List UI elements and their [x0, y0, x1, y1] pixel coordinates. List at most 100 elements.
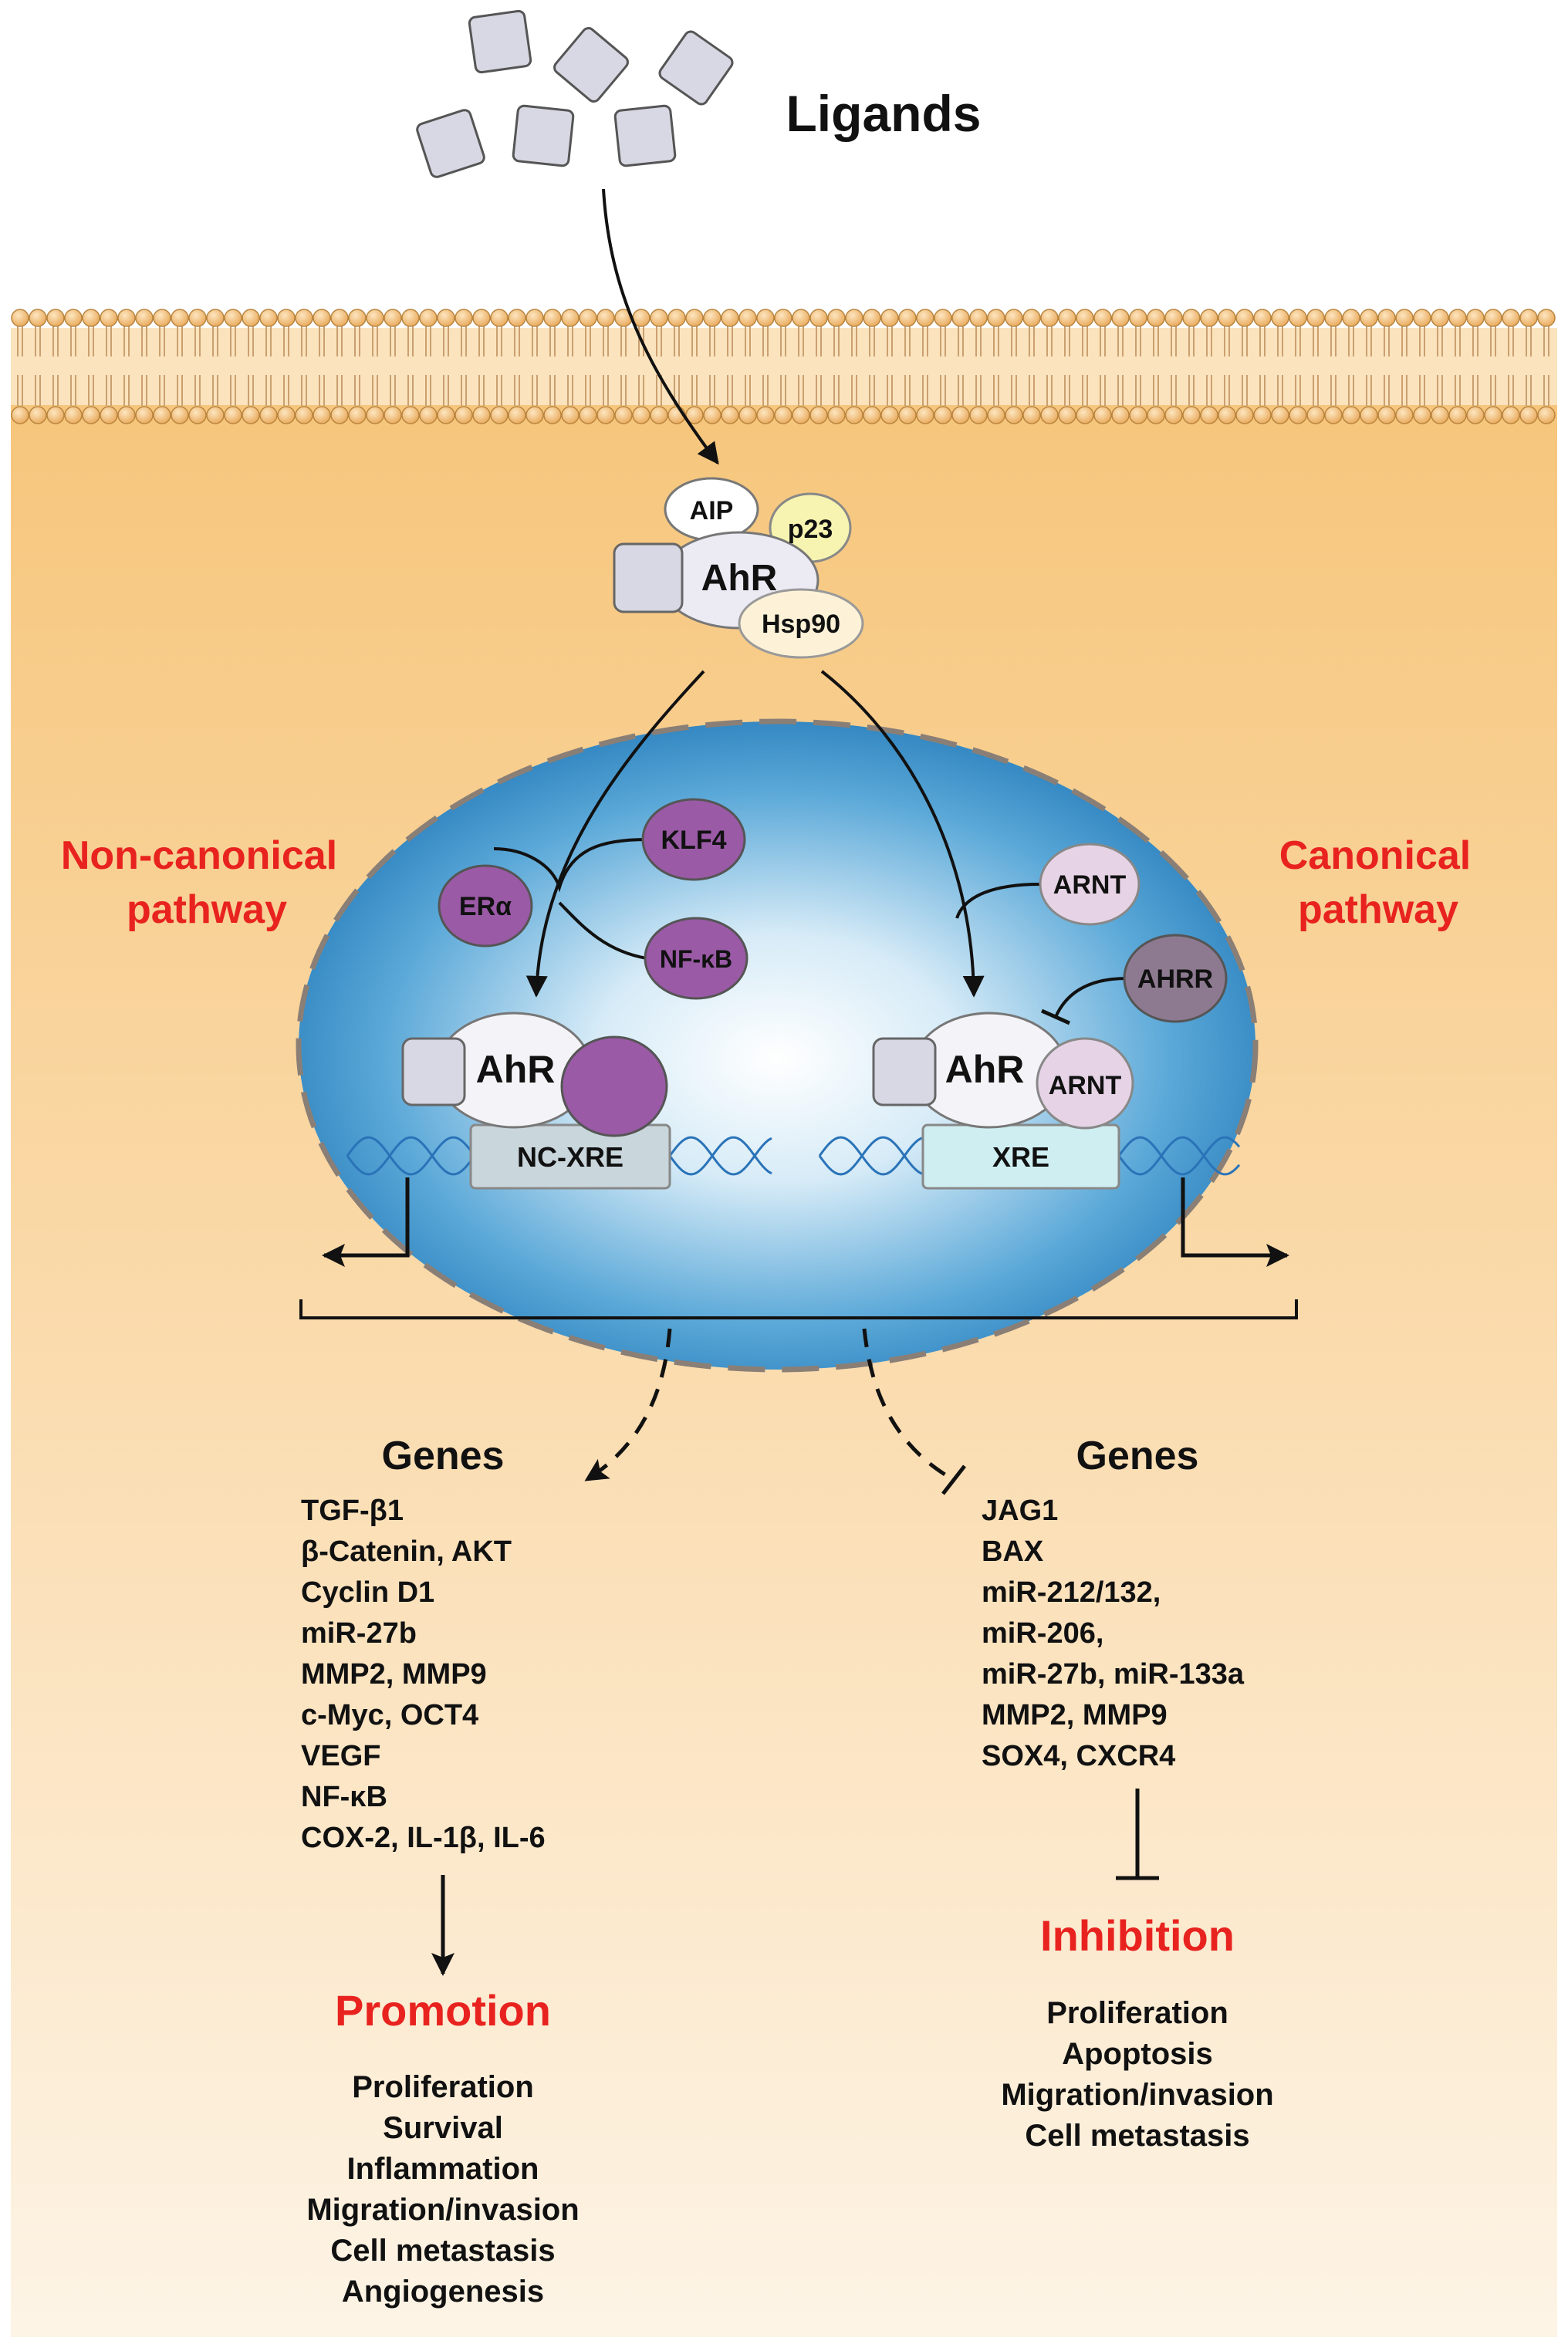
lipid-head — [153, 309, 171, 327]
rightGenes-item: miR-27b, miR-133a — [982, 1658, 1245, 1691]
ligand-bound — [872, 1037, 937, 1106]
lipid-head — [455, 406, 473, 424]
inhibitionItems-item: Cell metastasis — [1025, 2119, 1249, 2153]
lipid-head — [1022, 406, 1041, 424]
lipid-head — [632, 406, 651, 424]
lipid-head — [135, 406, 154, 424]
lipid-head — [561, 309, 580, 327]
lipid-head — [259, 406, 278, 424]
lipid-head — [650, 406, 668, 424]
inhibitionItems-item: Apoptosis — [1062, 2037, 1213, 2071]
promotionItems-item: Proliferation — [352, 2070, 534, 2104]
dna-strand — [346, 1136, 472, 1176]
xre-label: XRE — [992, 1141, 1049, 1173]
lipid-head — [880, 406, 899, 424]
lipid-head — [969, 406, 988, 424]
lipid-head — [1164, 406, 1183, 424]
nc-xre-label: NC-XRE — [517, 1141, 623, 1173]
lipid-head — [1502, 309, 1520, 327]
lipid-head — [809, 406, 828, 424]
lipid-head — [153, 406, 171, 424]
dna-strand — [818, 1136, 925, 1176]
lipid-head — [1058, 309, 1076, 327]
lipid-head — [117, 406, 136, 424]
lipid-head — [845, 406, 863, 424]
arnt-protein-bound — [1036, 1037, 1134, 1130]
lipid-head — [721, 406, 739, 424]
leftGenes-item: c-Myc, OCT4 — [301, 1699, 478, 1731]
lipid-head — [1058, 406, 1076, 424]
lipid-head — [1200, 406, 1218, 424]
lipid-head — [561, 406, 580, 424]
lipid-head — [934, 406, 952, 424]
lipid-head — [1360, 309, 1378, 327]
dna-strand — [346, 1136, 472, 1176]
lipid-head — [206, 406, 225, 424]
lipid-head — [206, 309, 225, 327]
lipid-head — [756, 309, 775, 327]
lipid-head — [1377, 309, 1396, 327]
p23-label: p23 — [788, 515, 833, 544]
cofactor-connector — [558, 901, 647, 960]
promotionItems-item: Cell metastasis — [330, 2234, 555, 2268]
ligand-cube — [468, 9, 532, 74]
rightGenes-item: miR-212/132, — [982, 1576, 1161, 1609]
lipid-head — [100, 406, 118, 424]
ligand-entry-arrow — [602, 188, 719, 465]
arnt-label: ARNT — [1053, 870, 1127, 900]
lipid-head — [1306, 309, 1325, 327]
lipid-head — [295, 309, 313, 327]
cell-membrane — [11, 309, 1557, 424]
ligand-group — [416, 9, 734, 178]
lipid-head — [1431, 309, 1449, 327]
era-protein — [438, 864, 533, 948]
lipid-head — [1537, 309, 1556, 327]
lipid-head — [543, 309, 562, 327]
canonical-title-line1: Canonical — [1279, 833, 1472, 878]
noncanonical-title-line1: Non-canonical — [61, 833, 337, 878]
lipid-head — [792, 309, 810, 327]
right-genes-title: Genes — [1076, 1434, 1199, 1478]
lipid-head — [1164, 309, 1183, 327]
lipid-head — [703, 309, 721, 327]
hsp90-protein — [738, 588, 864, 659]
lipid-head — [188, 406, 207, 424]
lipid-head — [224, 406, 242, 424]
lipid-head — [1537, 406, 1556, 424]
lipid-head — [1218, 406, 1236, 424]
lipid-head — [366, 309, 384, 327]
lipid-head — [1253, 406, 1272, 424]
ligand-bound — [613, 542, 684, 613]
ligand-bound — [401, 1037, 466, 1106]
lipid-head — [987, 406, 1005, 424]
inhibition-dashed-bar — [941, 1464, 966, 1495]
lipid-head — [242, 309, 260, 327]
leftGenes-item: Cyclin D1 — [301, 1576, 434, 1609]
lipid-head — [827, 406, 846, 424]
leftGenes-item: NF-κB — [301, 1781, 387, 1813]
lipid-head — [1448, 309, 1467, 327]
lipid-head — [1040, 406, 1059, 424]
leftGenes-item: COX-2, IL-1β, IL-6 — [301, 1822, 546, 1854]
lipid-head — [951, 406, 970, 424]
lipid-head — [490, 406, 509, 424]
lipid-head — [1519, 406, 1538, 424]
ahrr-inhibition-line — [1054, 977, 1127, 1018]
inhibitionItems-item: Migration/invasion — [1001, 2078, 1273, 2112]
lipid-head — [1484, 406, 1502, 424]
lipid-head — [1005, 406, 1023, 424]
lipid-head — [543, 406, 562, 424]
lipid-head — [1342, 406, 1360, 424]
lipid-head — [756, 406, 775, 424]
transcription-arrow-right — [1181, 1177, 1289, 1267]
lipid-head — [313, 406, 331, 424]
dna-strand — [668, 1136, 772, 1176]
nc-xre-element — [469, 1123, 671, 1190]
klf4-protein — [641, 798, 746, 881]
lipid-head — [579, 309, 597, 327]
genes-bracket — [299, 1299, 1298, 1319]
lipid-head — [348, 309, 367, 327]
lipid-head — [1022, 309, 1041, 327]
